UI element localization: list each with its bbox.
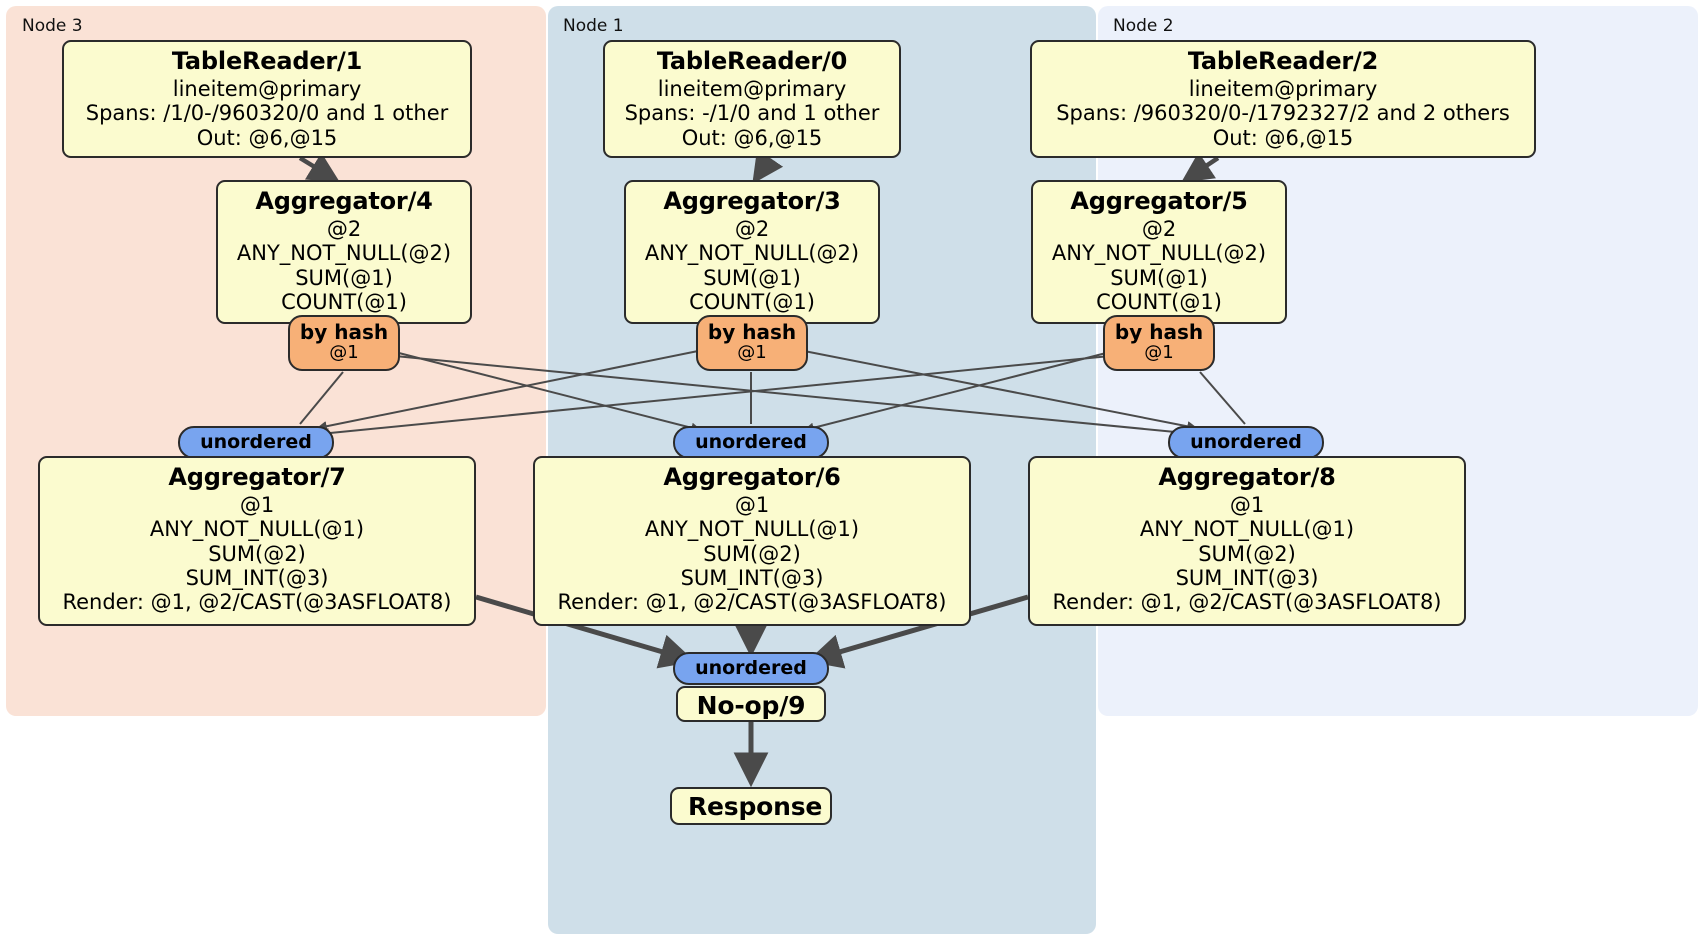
processor-title: Response	[688, 792, 823, 821]
processor-title: TableReader/1	[171, 47, 363, 75]
processor-line: Render: @1, @2/CAST(@3ASFLOAT8)	[557, 590, 947, 615]
node-label-node3: Node 3	[22, 16, 83, 36]
processor-aggregator-7[interactable]: Aggregator/7 @1 ANY_NOT_NULL(@1) SUM(@2)…	[38, 456, 476, 626]
processor-title: TableReader/2	[1187, 47, 1379, 75]
processor-aggregator-8[interactable]: Aggregator/8 @1 ANY_NOT_NULL(@1) SUM(@2)…	[1028, 456, 1466, 626]
processor-line: ANY_NOT_NULL(@2)	[236, 241, 452, 266]
synchronizer-unordered-left[interactable]: unordered	[178, 426, 334, 459]
processor-title: Aggregator/4	[255, 187, 433, 215]
router-column-label: @1	[1144, 342, 1174, 363]
node-label-node1: Node 1	[563, 16, 624, 36]
processor-line: SUM_INT(@3)	[680, 565, 824, 590]
processor-title: Aggregator/3	[663, 187, 841, 215]
processor-line: ANY_NOT_NULL(@2)	[1051, 241, 1267, 266]
processor-line: Out: @6,@15	[681, 125, 823, 150]
processor-line: Out: @6,@15	[196, 125, 338, 150]
processor-table-reader-1[interactable]: TableReader/1 lineitem@primary Spans: /1…	[62, 40, 472, 158]
processor-title: TableReader/0	[656, 47, 848, 75]
processor-line: Render: @1, @2/CAST(@3ASFLOAT8)	[62, 590, 452, 615]
processor-title: Aggregator/5	[1070, 187, 1248, 215]
processor-line: SUM(@2)	[208, 541, 306, 566]
router-type-label: by hash	[1114, 320, 1204, 344]
processor-line: SUM(@2)	[703, 541, 801, 566]
processor-aggregator-4[interactable]: Aggregator/4 @2 ANY_NOT_NULL(@2) SUM(@1)…	[216, 180, 472, 324]
processor-line: SUM_INT(@3)	[185, 565, 329, 590]
processor-line: lineitem@primary	[1188, 76, 1378, 101]
processor-line: COUNT(@1)	[281, 289, 407, 314]
processor-line: COUNT(@1)	[1096, 289, 1222, 314]
node-label-node2: Node 2	[1113, 16, 1174, 36]
processor-line: COUNT(@1)	[689, 289, 815, 314]
processor-line: SUM_INT(@3)	[1175, 565, 1319, 590]
router-type-label: by hash	[707, 320, 797, 344]
processor-title: Aggregator/6	[663, 463, 841, 491]
processor-line: lineitem@primary	[172, 76, 362, 101]
processor-line: @2	[326, 216, 362, 241]
processor-line: Spans: /1/0-/960320/0 and 1 other	[85, 101, 449, 126]
processor-aggregator-3[interactable]: Aggregator/3 @2 ANY_NOT_NULL(@2) SUM(@1)…	[624, 180, 880, 324]
processor-line: SUM(@2)	[1198, 541, 1296, 566]
processor-line: @1	[734, 492, 770, 517]
processor-line: ANY_NOT_NULL(@2)	[644, 241, 860, 266]
synchronizer-unordered-mid[interactable]: unordered	[673, 426, 829, 459]
processor-line: @2	[1141, 216, 1177, 241]
processor-table-reader-2[interactable]: TableReader/2 lineitem@primary Spans: /9…	[1030, 40, 1536, 158]
processor-line: ANY_NOT_NULL(@1)	[149, 517, 365, 542]
synchronizer-unordered-final[interactable]: unordered	[673, 652, 829, 685]
processor-aggregator-5[interactable]: Aggregator/5 @2 ANY_NOT_NULL(@2) SUM(@1)…	[1031, 180, 1287, 324]
processor-line: Out: @6,@15	[1212, 125, 1354, 150]
processor-line: SUM(@1)	[295, 265, 393, 290]
router-column-label: @1	[737, 342, 767, 363]
processor-no-op-9[interactable]: No-op/9	[676, 686, 826, 722]
processor-line: Spans: -/1/0 and 1 other	[624, 101, 880, 126]
processor-line: @2	[734, 216, 770, 241]
router-type-label: by hash	[299, 320, 389, 344]
router-by-hash-left[interactable]: by hash @1	[288, 315, 400, 371]
router-by-hash-mid[interactable]: by hash @1	[696, 315, 808, 371]
processor-line: @1	[239, 492, 275, 517]
processor-line: @1	[1229, 492, 1265, 517]
processor-line: SUM(@1)	[703, 265, 801, 290]
processor-line: lineitem@primary	[657, 76, 847, 101]
processor-line: Render: @1, @2/CAST(@3ASFLOAT8)	[1052, 590, 1442, 615]
processor-line: Spans: /960320/0-/1792327/2 and 2 others	[1056, 101, 1510, 126]
processor-title: Aggregator/7	[168, 463, 346, 491]
processor-line: ANY_NOT_NULL(@1)	[1139, 517, 1355, 542]
router-by-hash-right[interactable]: by hash @1	[1103, 315, 1215, 371]
processor-response[interactable]: Response	[670, 787, 832, 825]
processor-aggregator-6[interactable]: Aggregator/6 @1 ANY_NOT_NULL(@1) SUM(@2)…	[533, 456, 971, 626]
processor-line: SUM(@1)	[1110, 265, 1208, 290]
processor-line: ANY_NOT_NULL(@1)	[644, 517, 860, 542]
router-column-label: @1	[329, 342, 359, 363]
processor-title: Aggregator/8	[1158, 463, 1336, 491]
processor-title: No-op/9	[696, 691, 806, 720]
processor-table-reader-0[interactable]: TableReader/0 lineitem@primary Spans: -/…	[603, 40, 901, 158]
synchronizer-unordered-right[interactable]: unordered	[1168, 426, 1324, 459]
